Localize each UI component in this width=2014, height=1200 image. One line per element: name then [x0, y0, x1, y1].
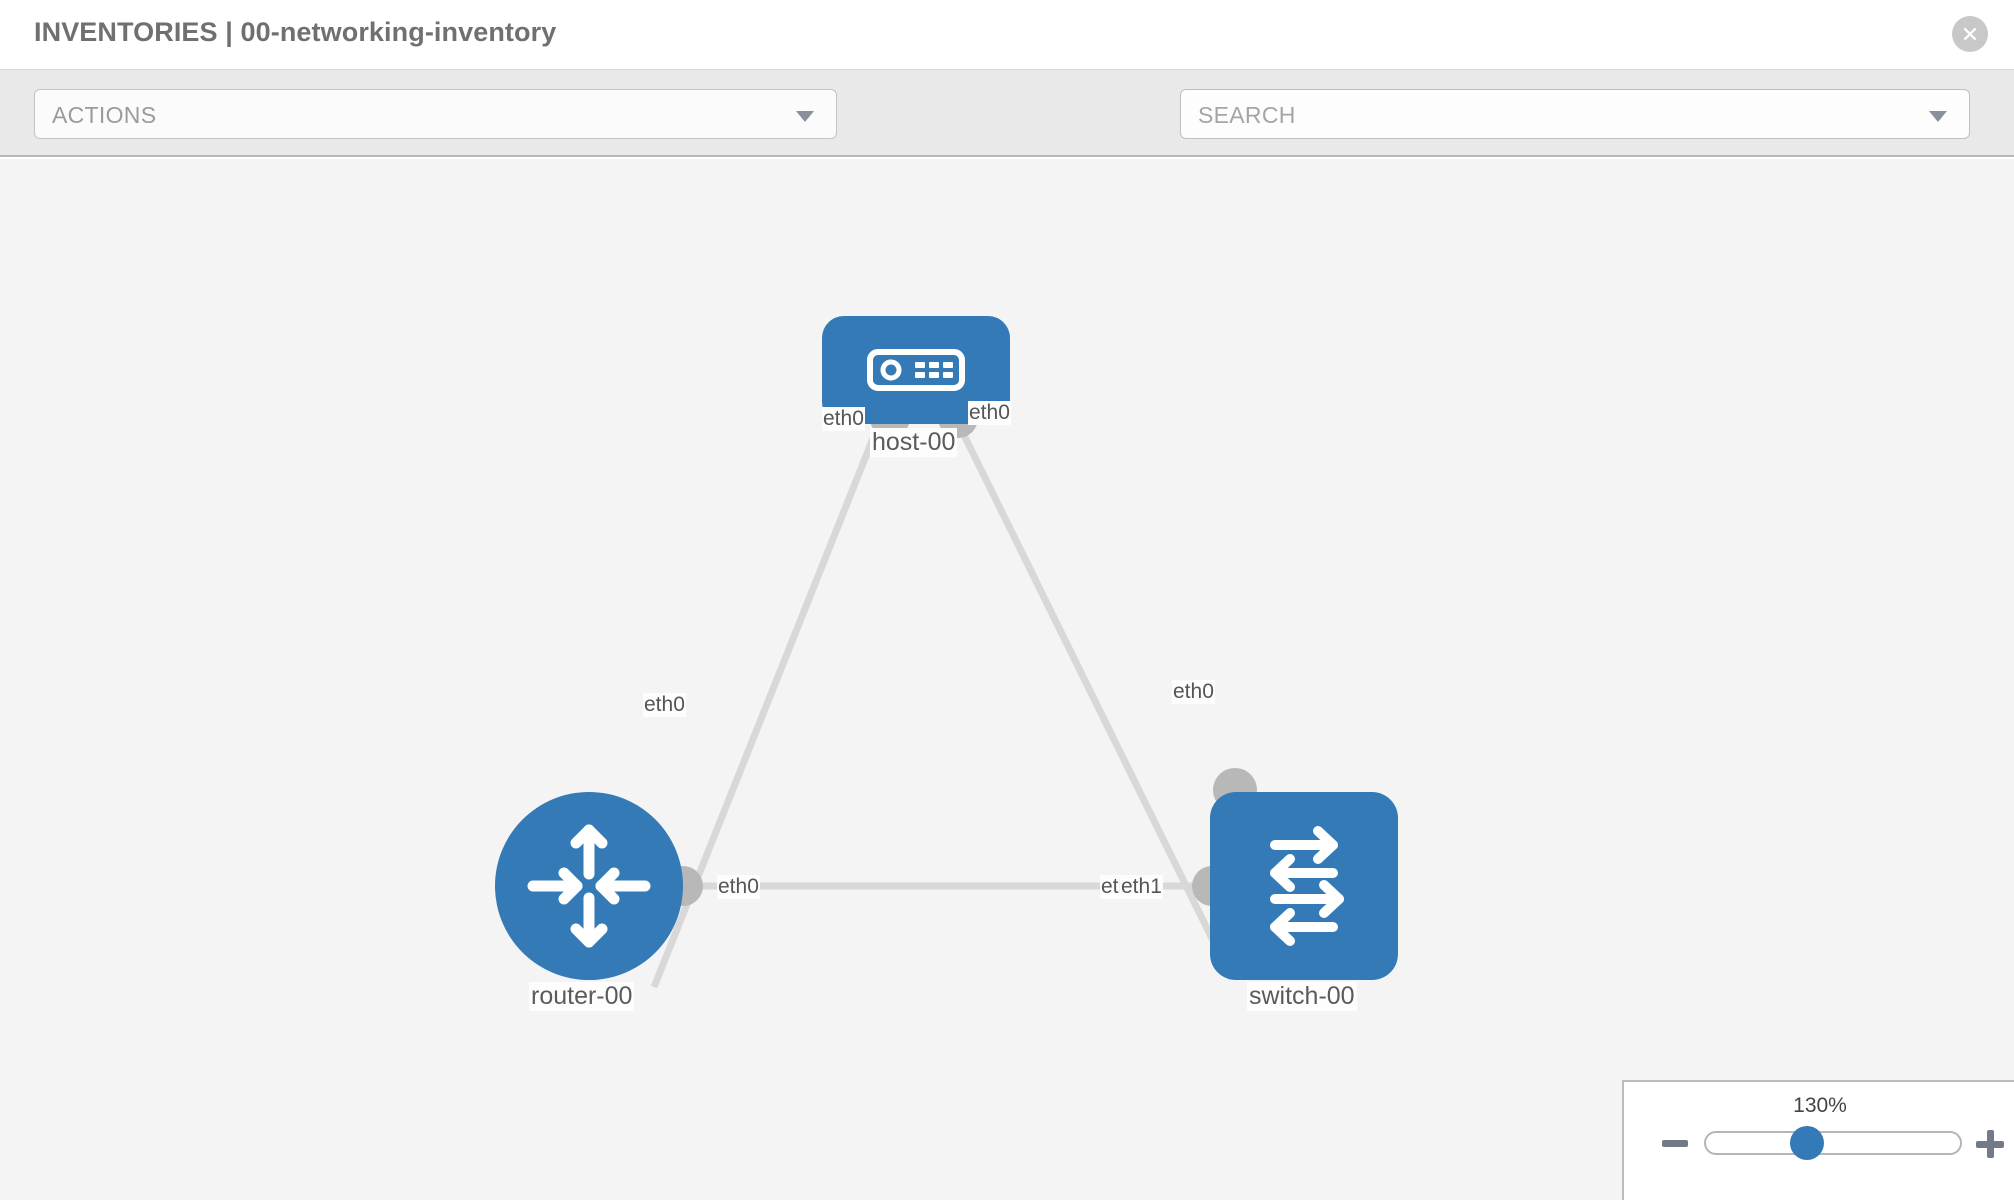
topology-links [650, 429, 1236, 989]
port-label-host-left: eth0 [822, 407, 865, 431]
zoom-control-panel: 130% [1622, 1080, 2014, 1200]
zoom-level-value: 130% [1793, 1094, 1847, 1117]
actions-dropdown[interactable]: ACTIONS [34, 89, 837, 139]
chevron-down-icon [796, 111, 814, 122]
router-node-shape [495, 792, 683, 980]
plus-icon[interactable] [1976, 1130, 2004, 1158]
zoom-slider-thumb[interactable] [1790, 1126, 1824, 1160]
topology-canvas[interactable]: host-00 eth0 eth0 [0, 159, 2014, 1200]
node-label-switch-00: switch-00 [1247, 982, 1357, 1011]
switch-node-shape [1210, 792, 1398, 980]
search-input[interactable]: SEARCH [1180, 89, 1970, 139]
switch-arrows-icon [1270, 826, 1344, 946]
window-header: INVENTORIES | 00-networking-inventory [0, 0, 2014, 70]
node-label-router-00: router-00 [529, 982, 635, 1011]
close-icon[interactable] [1952, 16, 1988, 52]
port-label-router-up: eth0 [643, 693, 686, 717]
server-device-icon [867, 349, 965, 391]
search-placeholder: SEARCH [1198, 102, 1296, 128]
page-title: INVENTORIES | 00-networking-inventory [34, 17, 557, 47]
port-label-host-right: eth0 [968, 401, 1011, 425]
port-label-router-right: eth0 [717, 875, 760, 899]
router-arrows-icon [527, 824, 651, 948]
port-label-switch-up: eth0 [1172, 680, 1215, 704]
chevron-down-icon[interactable] [1929, 111, 1947, 122]
zoom-slider-track[interactable] [1704, 1131, 1962, 1155]
actions-dropdown-label: ACTIONS [52, 102, 157, 128]
port-label-switch-left: eth1 [1120, 875, 1163, 899]
minus-icon[interactable] [1662, 1140, 1688, 1147]
toolbar: ACTIONS SEARCH [0, 70, 2014, 199]
node-label-host-00: host-00 [870, 428, 958, 457]
